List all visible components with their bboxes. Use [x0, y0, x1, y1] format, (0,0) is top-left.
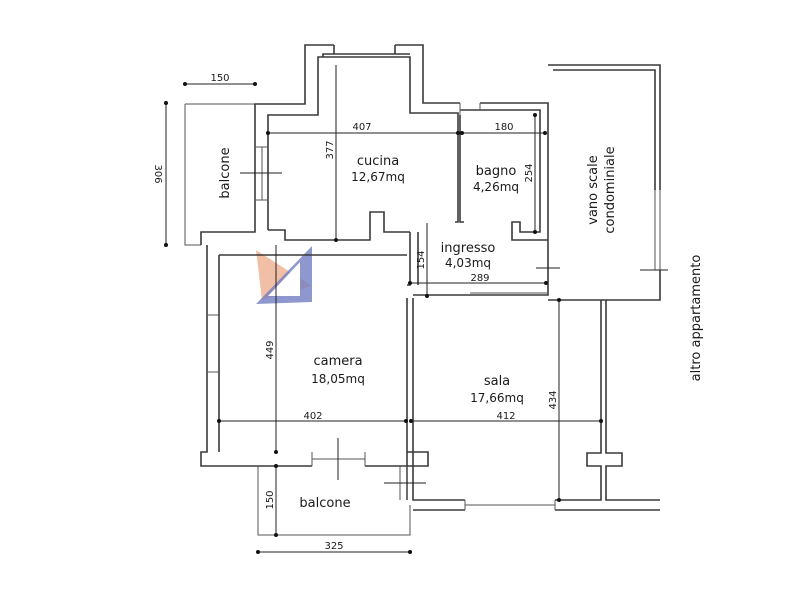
dim-cucina-width: 407 — [352, 122, 371, 133]
neighbor-label: altro appartamento — [689, 255, 704, 382]
agency-logo — [256, 246, 312, 304]
room-balcone-top: balcone — [218, 147, 233, 198]
room-vano-scale-line1: vano scale — [586, 155, 601, 224]
dim-sala-width: 412 — [496, 411, 515, 422]
walls — [184, 44, 668, 536]
dim-balcone-top-height: 306 — [152, 164, 163, 183]
dim-bagno-width: 180 — [494, 122, 513, 133]
room-camera-area: 18,05mq — [311, 372, 365, 386]
dim-balcone-bottom-height: 150 — [265, 490, 276, 509]
dimension-lines — [164, 65, 603, 554]
room-cucina-area: 12,67mq — [351, 170, 405, 184]
dim-ingresso-height: 154 — [416, 250, 427, 269]
room-bagno-name: bagno — [476, 164, 517, 179]
dim-bagno-height: 254 — [524, 163, 535, 182]
dimension-labels: 150 306 407 180 377 254 154 289 449 402 … — [152, 73, 559, 552]
room-balcone-bottom: balcone — [299, 496, 350, 511]
room-labels: balcone cucina 12,67mq bagno 4,26mq ingr… — [218, 146, 704, 511]
dim-balcone-top-width: 150 — [210, 73, 229, 84]
room-bagno-area: 4,26mq — [473, 180, 519, 194]
room-ingresso-name: ingresso — [441, 241, 496, 256]
room-vano-scale-line2: condominiale — [603, 146, 618, 233]
room-sala-area: 17,66mq — [470, 391, 524, 405]
room-camera-name: camera — [313, 354, 362, 369]
room-sala-name: sala — [484, 374, 510, 389]
dim-balcone-bottom-width: 325 — [324, 541, 343, 552]
dim-sala-height: 434 — [548, 390, 559, 409]
room-ingresso-area: 4,03mq — [445, 256, 491, 270]
dim-camera-height: 449 — [265, 340, 276, 359]
room-cucina-name: cucina — [357, 154, 399, 169]
dim-ingresso-width: 289 — [470, 273, 489, 284]
dim-cucina-height: 377 — [325, 140, 336, 159]
dim-camera-width: 402 — [303, 411, 322, 422]
